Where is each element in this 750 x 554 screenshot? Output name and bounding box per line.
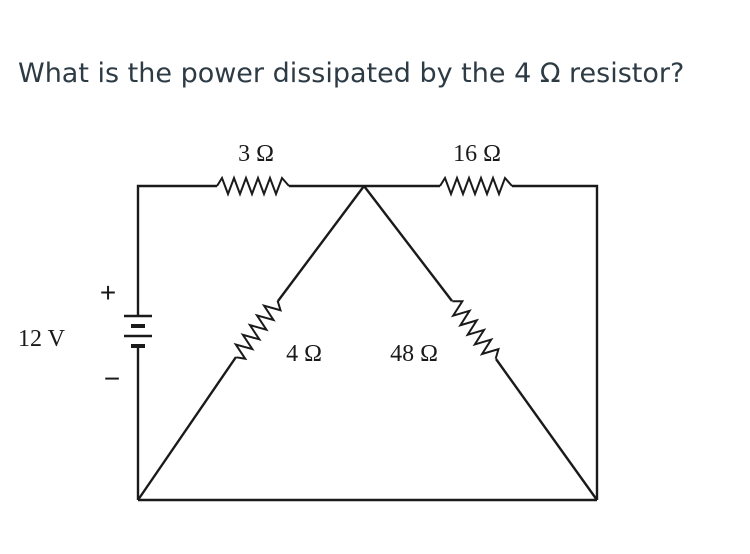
wire-right-diagonal-upper — [363, 185, 453, 302]
resistor-3-ohm — [216, 175, 290, 197]
resistor-16-ohm-label: 16 Ω — [453, 141, 501, 167]
wire-top-left — [136, 184, 217, 305]
wire-left-diagonal-upper — [277, 185, 365, 302]
wire-right-diagonal-lower — [495, 358, 598, 501]
battery-minus-sign: − — [104, 363, 120, 394]
battery-plus-sign: + — [100, 277, 116, 308]
resistor-3-ohm-label: 3 Ω — [238, 141, 274, 167]
circuit-wires — [136, 184, 599, 502]
resistor-48-ohm — [450, 300, 500, 360]
question-text: What is the power dissipated by the 4 Ω … — [18, 58, 685, 89]
battery-voltage-label: 12 V — [18, 326, 66, 352]
battery-symbol — [124, 305, 152, 360]
wire-right-side — [512, 184, 599, 500]
wire-left-diagonal-lower — [137, 356, 237, 501]
resistor-16-ohm — [439, 175, 513, 197]
resistor-48-ohm-label: 48 Ω — [390, 341, 438, 367]
resistor-4-ohm — [233, 300, 283, 361]
resistor-4-ohm-label: 4 Ω — [286, 341, 322, 367]
